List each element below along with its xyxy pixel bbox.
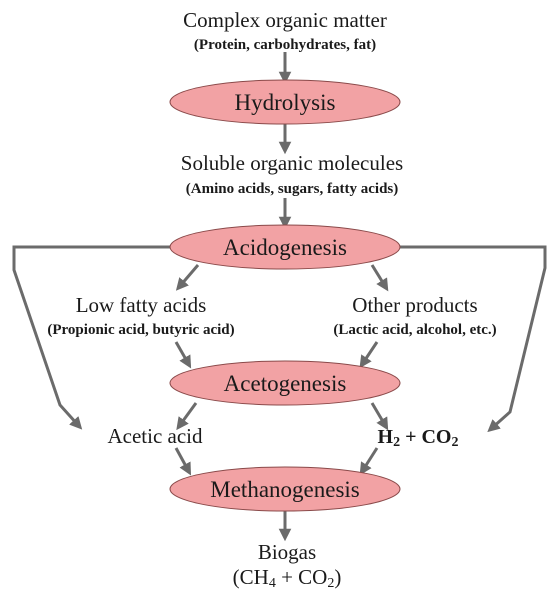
complex-organic-matter-detail: (Protein, carbohydrates, fat) (194, 37, 376, 53)
arrow-other-products-to-acetogenesis (359, 341, 379, 369)
h2-co2-plus: + CO (400, 426, 451, 448)
acetogenesis-node (169, 360, 401, 406)
arrow-acidogenesis-to-other-products (370, 264, 389, 292)
biogas-co-subscript: 2 (327, 576, 334, 591)
arrow-acetogenesis-to-acetic-acid (176, 402, 198, 431)
h2-co2-h: H (378, 426, 394, 448)
biogas-title: Biogas (258, 540, 316, 564)
arrow-acidogenesis-bypass-to-h2-co2 (398, 245, 547, 433)
soluble-organic-molecules-title: Soluble organic molecules (181, 151, 403, 175)
stage-nodes (169, 79, 401, 512)
h2-co2-h-subscript: 2 (393, 435, 400, 450)
biogas-formula: (CH4 + CO2) (233, 565, 342, 591)
acidogenesis-label: Acidogenesis (223, 235, 347, 260)
arrow-acetogenesis-to-h2-co2 (370, 402, 389, 431)
arrow-h2-co2-to-methanogenesis (359, 447, 379, 476)
low-fatty-acids-title: Low fatty acids (76, 293, 207, 317)
acetogenesis-label: Acetogenesis (224, 371, 347, 396)
biogas-plus: + CO (276, 565, 328, 589)
hydrolysis-node (169, 79, 401, 125)
other-products-detail: (Lactic acid, alcohol, etc.) (333, 322, 496, 338)
arrow-low-fatty-to-acetogenesis (174, 341, 192, 369)
acetic-acid-label: Acetic acid (107, 424, 203, 448)
arrow-acetic-acid-to-methanogenesis (174, 447, 192, 476)
arrow-acidogenesis-to-low-fatty (175, 264, 200, 291)
hydrolysis-label: Hydrolysis (235, 90, 336, 115)
methanogenesis-node (169, 466, 401, 512)
methanogenesis-label: Methanogenesis (210, 477, 360, 502)
complex-organic-matter-title: Complex organic matter (183, 8, 387, 32)
h2-co2-label: H2 + CO2 (378, 426, 459, 450)
low-fatty-acids-detail: (Propionic acid, butyric acid) (47, 322, 234, 338)
acidogenesis-node (169, 224, 401, 270)
other-products-title: Other products (352, 293, 477, 317)
biogas-open: (CH (233, 565, 269, 589)
h2-co2-co-subscript: 2 (451, 435, 458, 450)
arrow-acidogenesis-bypass-to-acetic-acid (12, 245, 170, 430)
biogas-close: ) (334, 565, 341, 589)
connectors (12, 52, 547, 542)
soluble-organic-molecules-detail: (Amino acids, sugars, fatty acids) (186, 181, 399, 197)
biogas-ch-subscript: 4 (269, 576, 276, 591)
